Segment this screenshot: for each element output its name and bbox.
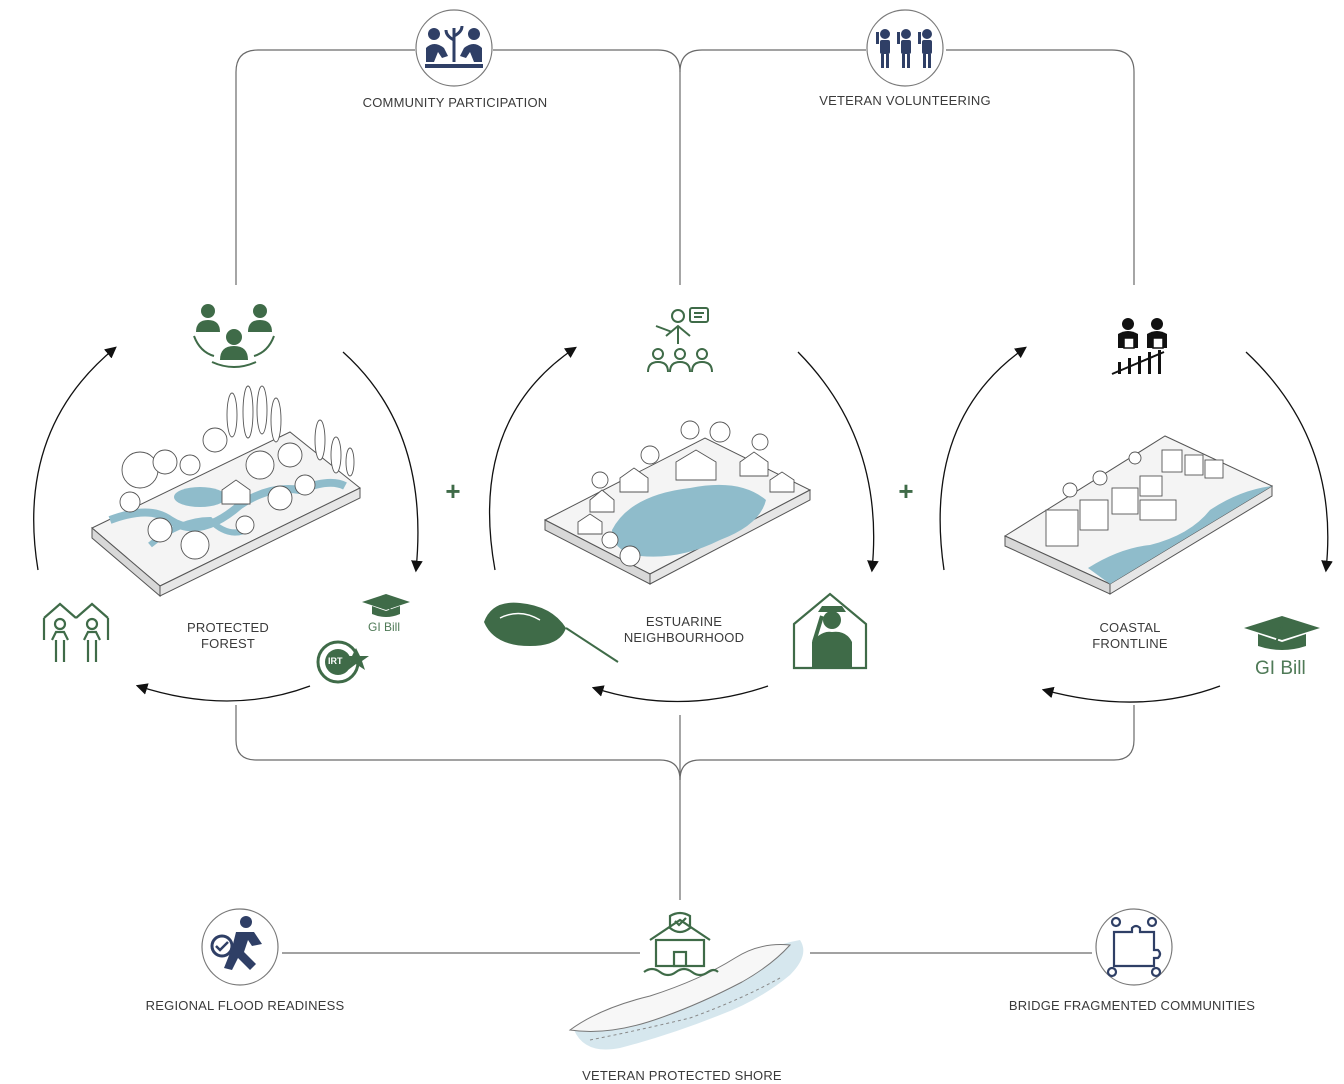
flood-readiness-icon xyxy=(201,908,279,986)
forest-gi-bill-label: GI Bill xyxy=(368,620,401,634)
presentation-audience-icon xyxy=(647,307,713,373)
irt-badge-icon xyxy=(316,640,369,684)
forest-label-line2: FOREST xyxy=(201,636,255,651)
flood-readiness-label: REGIONAL FLOOD READINESS xyxy=(145,998,345,1013)
cycle-arrows xyxy=(33,346,1333,703)
forest-label: PROTECTED FOREST xyxy=(178,620,278,652)
forest-label-line1: PROTECTED xyxy=(187,620,269,635)
shoreline-map xyxy=(568,940,804,1050)
protected-forest-diorama xyxy=(91,385,361,598)
plus-sign-2: + xyxy=(898,476,913,506)
plus-sign-1: + xyxy=(445,476,460,506)
veteran-home-icon xyxy=(792,592,868,670)
coastal-label-line1: COASTAL xyxy=(1099,620,1161,635)
coastal-frontline-diorama xyxy=(1003,435,1274,595)
veteran-volunteering-icon xyxy=(866,9,944,87)
horseshoe-crab-icon xyxy=(484,602,619,663)
bridge-communities-label: BRIDGE FRAGMENTED COMMUNITIES xyxy=(1008,998,1256,1013)
graduation-cap-icon xyxy=(362,594,410,617)
coastal-label-line2: FRONTLINE xyxy=(1092,636,1168,651)
bottom-connector-lines xyxy=(235,705,1135,954)
group-meeting-icon xyxy=(193,304,275,368)
estuarine-label-line1: ESTUARINE xyxy=(645,614,723,629)
coastal-label: COASTAL FRONTLINE xyxy=(1080,620,1180,652)
gi-bill-graduation-icon xyxy=(1244,616,1320,650)
irt-badge-label: IRT xyxy=(328,656,343,666)
veteran-volunteering-label: VETERAN VOLUNTEERING xyxy=(819,93,991,108)
veteran-shore-label: VETERAN PROTECTED SHORE xyxy=(582,1068,782,1083)
top-connector-lines xyxy=(235,49,1135,285)
family-houses-icon xyxy=(42,602,110,662)
coastal-gi-bill-label: GI Bill xyxy=(1255,658,1306,679)
estuarine-label: ESTUARINE NEIGHBOURHOOD xyxy=(614,614,754,646)
estuarine-neighbourhood-diorama xyxy=(543,420,812,585)
veteran-training-icon xyxy=(1111,318,1167,375)
bridge-communities-icon xyxy=(1095,908,1173,986)
community-participation-label: COMMUNITY PARTICIPATION xyxy=(362,95,548,110)
community-participation-icon xyxy=(415,9,493,87)
estuarine-label-line2: NEIGHBOURHOOD xyxy=(623,630,745,645)
protected-house-icon xyxy=(643,911,719,977)
